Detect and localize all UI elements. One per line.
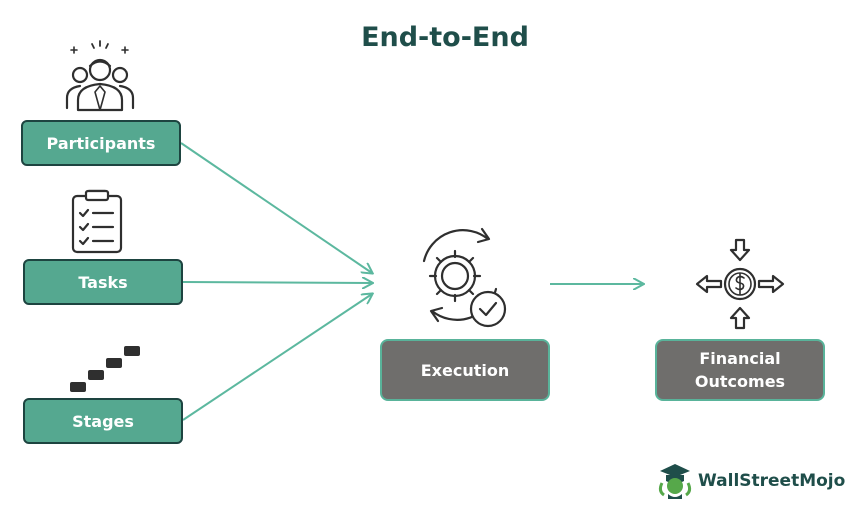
brand-name: WallStreetMojo — [698, 471, 846, 491]
arrow-stages-to-execution — [182, 294, 372, 421]
stages-label: Stages — [72, 411, 134, 431]
participants-icon — [65, 40, 135, 112]
brand-logo: WallStreetMojo — [656, 461, 845, 501]
financial-outcomes-label: Financial Outcomes — [694, 349, 786, 391]
execution-box: Execution — [380, 339, 550, 401]
page-title: End-to-End — [361, 22, 529, 53]
wallstreetmojo-logo-icon — [658, 464, 692, 499]
tasks-box: Tasks — [23, 259, 183, 305]
arrow-tasks-to-execution — [182, 282, 372, 283]
stages-box: Stages — [23, 398, 183, 444]
tasks-label: Tasks — [78, 272, 128, 292]
participants-label: Participants — [46, 133, 156, 153]
clipboard-checklist-icon — [71, 189, 123, 254]
stairs-icon — [70, 346, 140, 392]
execution-label: Execution — [420, 360, 510, 380]
gear-check-icon — [422, 227, 507, 328]
dollar-arrows-icon — [695, 238, 785, 330]
participants-box: Participants — [21, 120, 181, 166]
arrow-participants-to-execution — [180, 142, 372, 273]
financial-outcomes-box: Financial Outcomes — [655, 339, 825, 401]
